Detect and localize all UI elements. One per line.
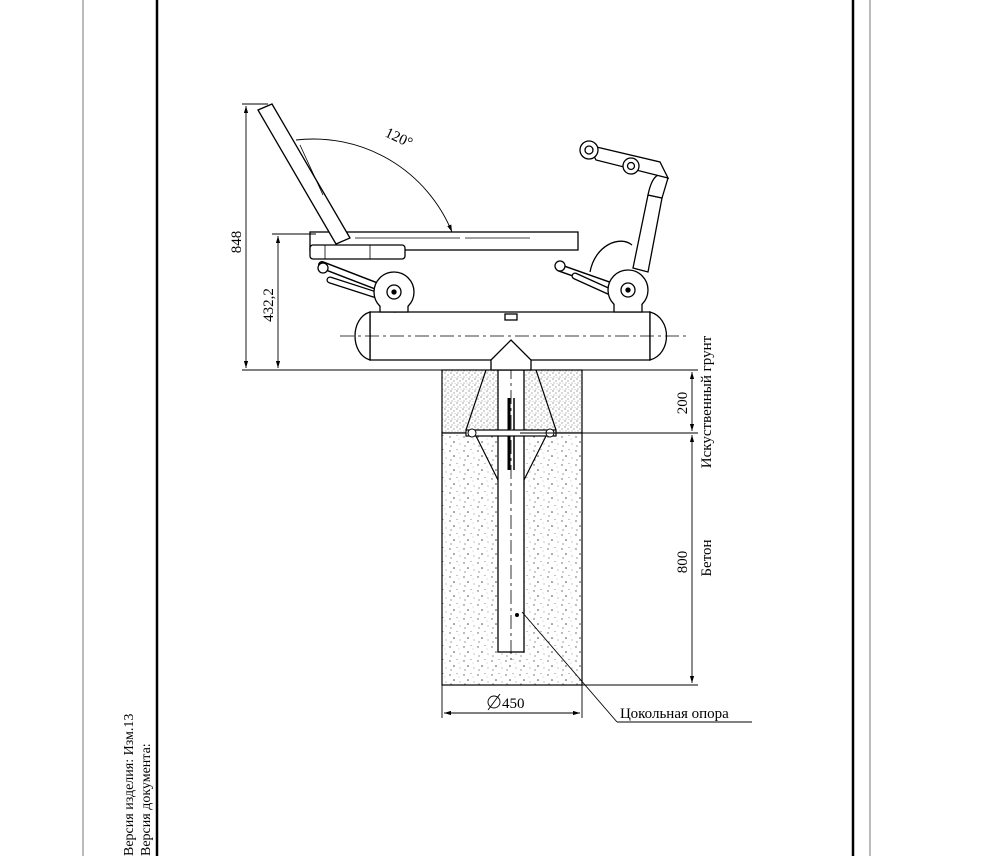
callout-label: Цокольная опора xyxy=(620,706,729,722)
concrete-layer-label: Бетон xyxy=(699,539,715,576)
depth-dimensions xyxy=(520,369,698,686)
seat-height-label: 432,2 xyxy=(261,288,277,322)
fill-depth-label: 200 xyxy=(675,392,691,415)
height-dimensions xyxy=(242,103,442,371)
angle-label: 120° xyxy=(382,125,415,152)
callout-leader xyxy=(521,611,752,723)
diameter-dimension xyxy=(441,685,583,718)
sheet-frame xyxy=(82,0,871,856)
concrete-depth-label: 800 xyxy=(675,551,691,574)
total-height-label: 848 xyxy=(229,231,245,254)
exercise-machine xyxy=(257,103,690,371)
document-version-label: Версия документа: xyxy=(139,743,154,856)
fill-layer-label: Искуственный грунт xyxy=(699,335,715,468)
diameter-label: 450 xyxy=(502,696,525,712)
foundation xyxy=(441,340,583,686)
product-version-label: Версия изделия: Изм.13 xyxy=(122,714,137,856)
